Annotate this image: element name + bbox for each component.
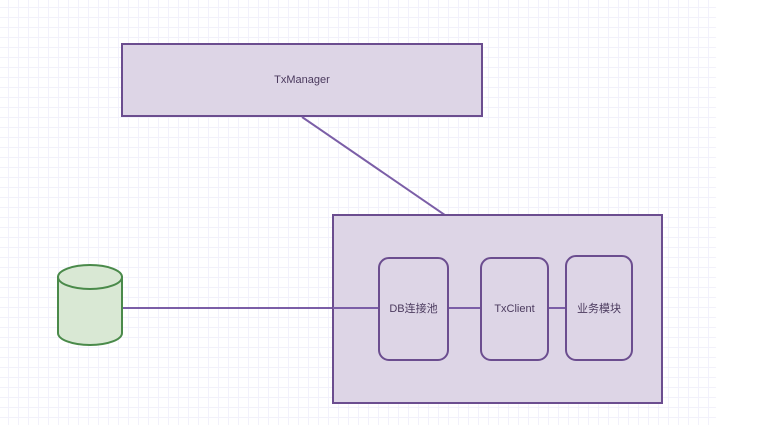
business-module-box[interactable] — [565, 255, 633, 361]
node-txclient[interactable]: TxClient — [480, 257, 549, 361]
node-db-pool[interactable]: DB连接池 — [378, 257, 449, 361]
node-database[interactable] — [57, 264, 123, 346]
node-business-module[interactable]: 业务模块 — [565, 255, 633, 361]
db-pool-box[interactable] — [378, 257, 449, 361]
database-cylinder-top — [57, 264, 123, 290]
txclient-box[interactable] — [480, 257, 549, 361]
node-txmanager[interactable]: TxManager — [121, 43, 483, 117]
database-cylinder-body[interactable] — [57, 276, 123, 346]
txmanager-box[interactable] — [121, 43, 483, 117]
